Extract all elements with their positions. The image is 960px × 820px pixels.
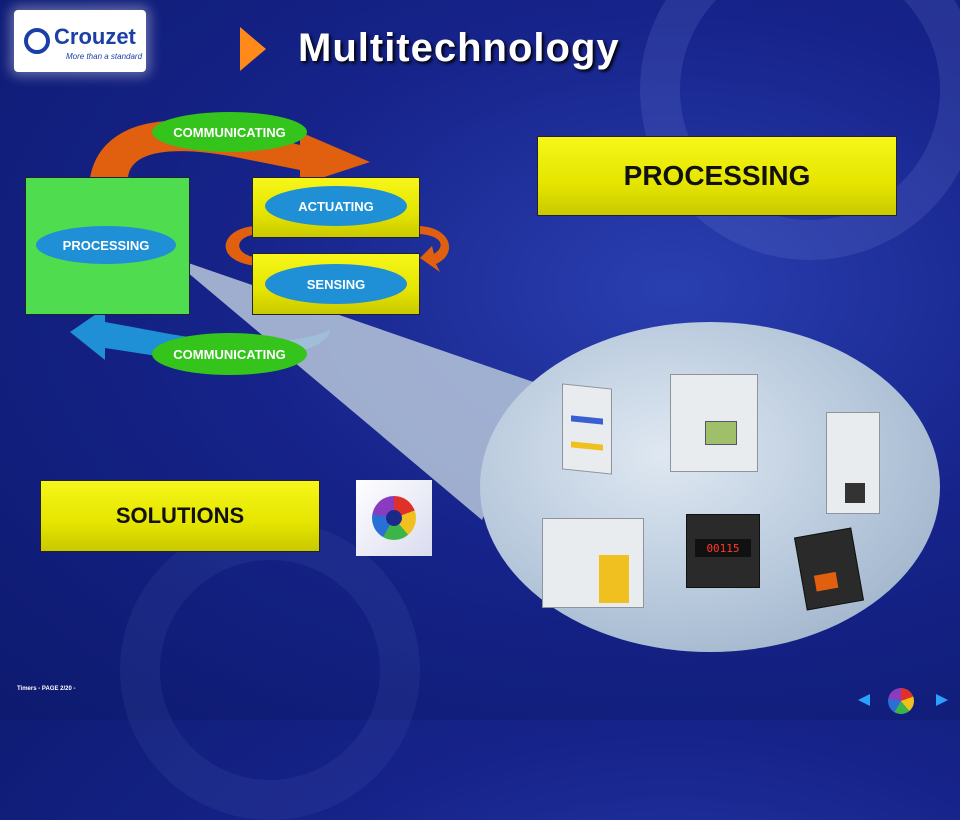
product-label-panel [599, 555, 629, 603]
product-digital-counter: 00115 [686, 514, 760, 588]
slide-footer: Timers - PAGE 2/20 - [17, 686, 76, 692]
product-safety-module [542, 518, 644, 608]
processing-panel: PROCESSING [537, 136, 897, 216]
crouzet-logo: Crouzet More than a standard [14, 10, 146, 72]
actuating-pill: ACTUATING [265, 186, 407, 226]
right-loop-arrow [420, 226, 450, 272]
sensing-pill: SENSING [265, 264, 407, 304]
product-label-strip [571, 441, 603, 451]
product-power-module [826, 412, 880, 514]
communicating-bottom-pill: COMMUNICATING [152, 333, 307, 375]
product-logic-controller [670, 374, 758, 472]
slide-title: Multitechnology [298, 26, 620, 70]
forward-arrow-icon[interactable] [936, 694, 948, 706]
product-sensor [794, 527, 864, 611]
home-icon[interactable] [888, 688, 914, 714]
zoom-callout [168, 256, 545, 520]
communicating-top-pill: COMMUNICATING [152, 112, 307, 152]
product-din-relay [562, 383, 612, 475]
logo-mark-icon [24, 28, 50, 54]
processing-pill: PROCESSING [36, 226, 176, 264]
left-loop-arrow [225, 226, 258, 266]
title-arrow-icon [240, 27, 266, 71]
logo-brand: Crouzet [54, 24, 136, 49]
product-bubble: 00115 [480, 322, 940, 652]
back-arrow-icon[interactable] [858, 694, 870, 706]
solutions-icon[interactable] [356, 480, 432, 556]
product-lens [813, 571, 839, 592]
product-connector [845, 483, 865, 503]
product-label-strip [571, 415, 603, 425]
logo-tagline: More than a standard [66, 52, 143, 61]
product-led-display: 00115 [695, 539, 751, 557]
product-lcd-screen [705, 421, 737, 445]
solutions-button[interactable]: SOLUTIONS [40, 480, 320, 552]
